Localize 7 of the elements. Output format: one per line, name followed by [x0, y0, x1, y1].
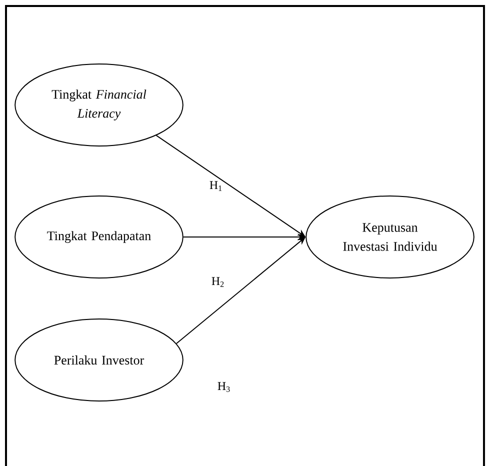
ellipse-node: Perilaku Investor: [14, 318, 184, 402]
ellipse-node: Tingkat Pendapatan: [14, 196, 184, 278]
ellipse-node: Keputusan Investasi Individu: [306, 196, 474, 278]
hypothesis-label: H$_{2}$: [212, 277, 224, 287]
hypothesis-label: H$_{3}$: [218, 382, 230, 392]
ellipse-node: Tingkat Financial Literacy: [14, 64, 184, 146]
hypothesis-label: H$_{1}$: [210, 181, 222, 191]
